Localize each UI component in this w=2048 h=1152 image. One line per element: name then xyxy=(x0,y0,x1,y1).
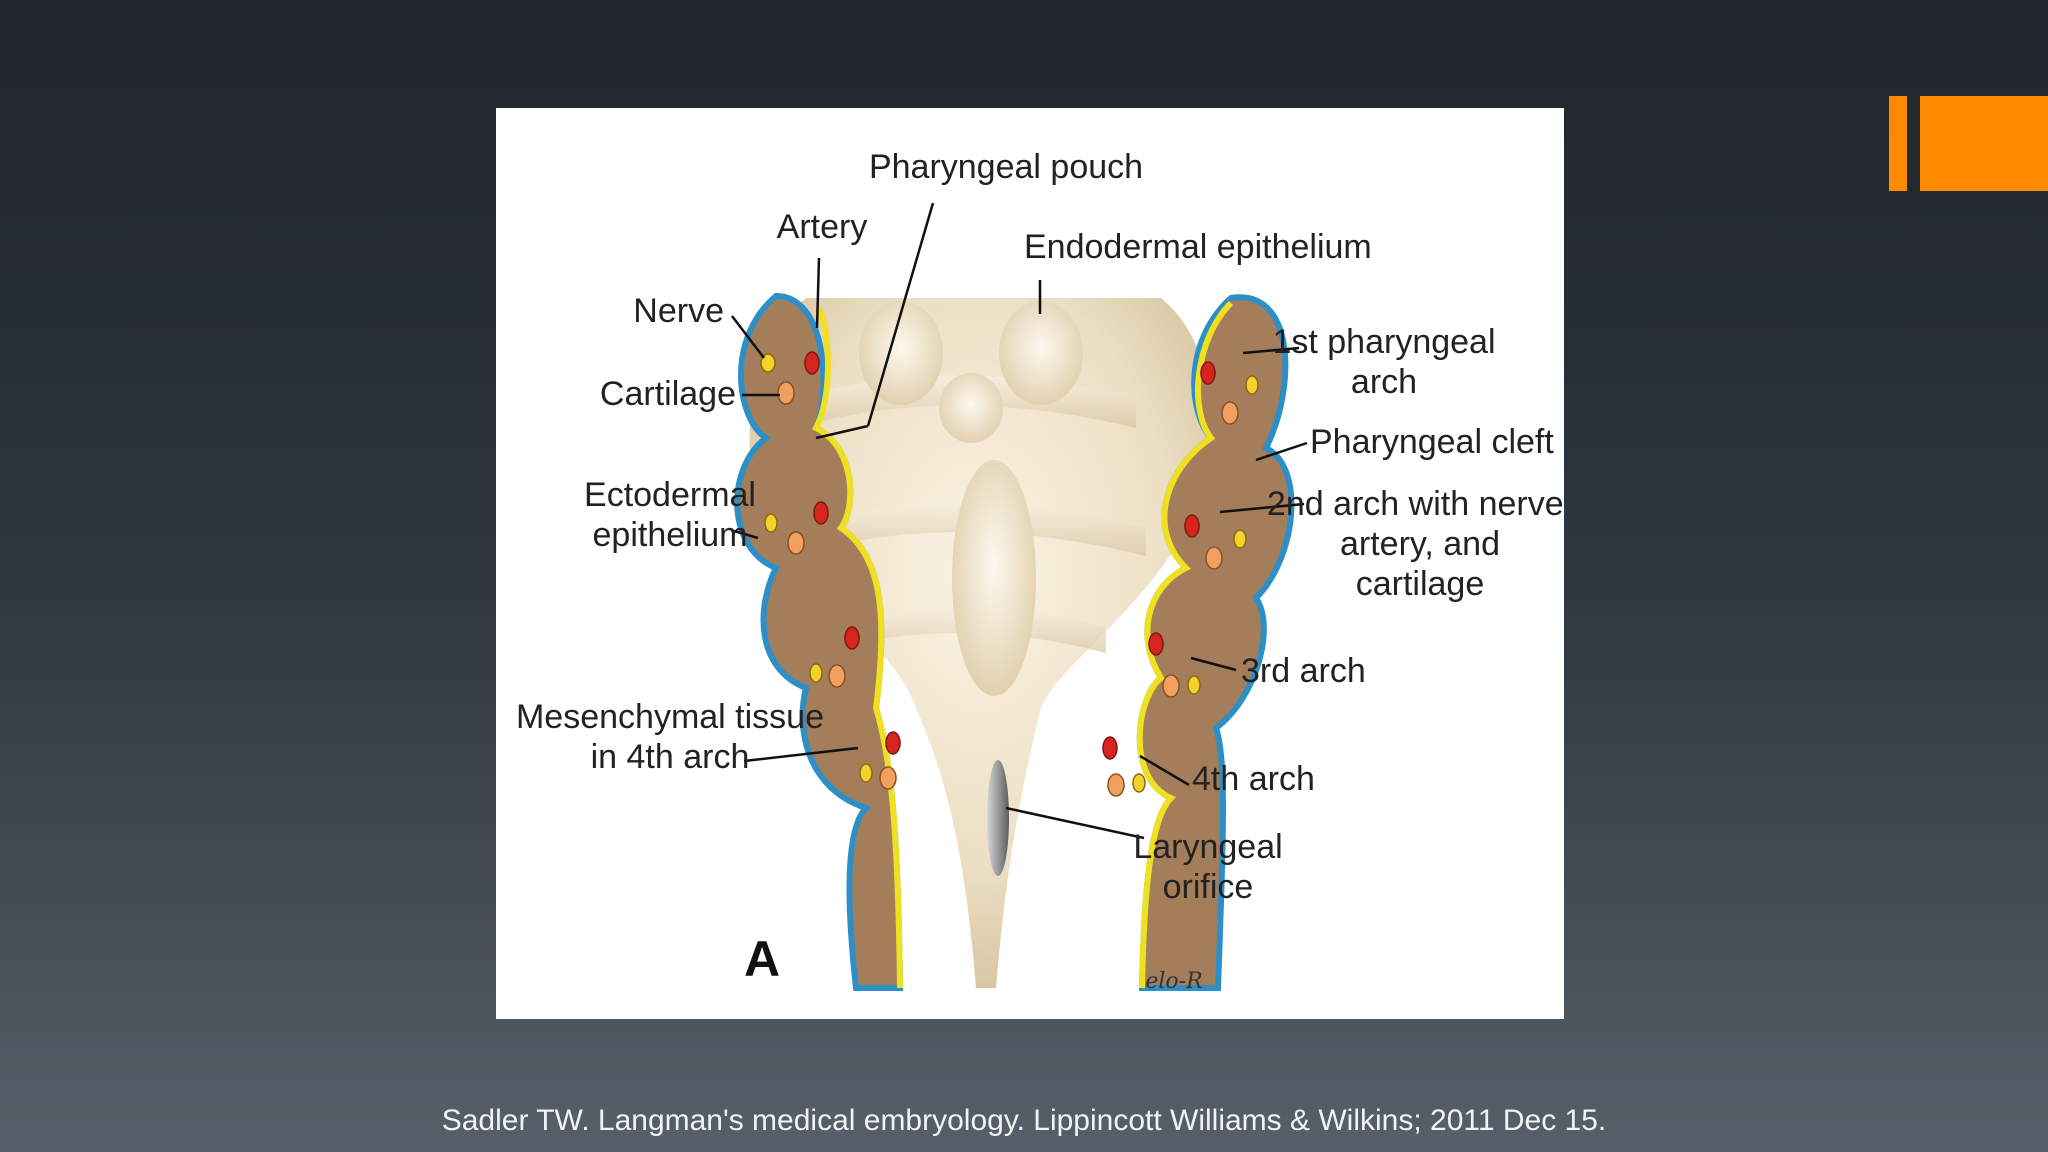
label-second-arch-line1: 2nd arch with nerve, xyxy=(1267,485,1564,523)
pharyngeal-arch-figure: Pharyngeal pouch Artery Endodermal epith… xyxy=(496,108,1564,1019)
leader-lines xyxy=(731,202,1308,840)
label-fourth-arch: 4th arch xyxy=(1192,760,1315,798)
diagram-labels: Pharyngeal pouch Artery Endodermal epith… xyxy=(516,148,1564,994)
artist-signature: elo-R xyxy=(1145,969,1202,994)
tongue-swellings xyxy=(859,301,1083,696)
citation-caption: Sadler TW. Langman's medical embryology.… xyxy=(441,1104,1607,1137)
label-third-arch: 3rd arch xyxy=(1241,652,1366,690)
label-ectodermal-line2: epithelium xyxy=(593,516,748,554)
label-endodermal-epithelium: Endodermal epithelium xyxy=(1024,228,1372,266)
label-pharyngeal-cleft: Pharyngeal cleft xyxy=(1310,423,1554,461)
arch-contents xyxy=(760,351,1259,797)
panel-letter: A xyxy=(744,931,780,987)
laryngeal-orifice-slit xyxy=(987,760,1009,876)
label-mesenchymal-line1: Mesenchymal tissue xyxy=(516,698,824,736)
label-artery: Artery xyxy=(777,208,868,246)
accent-bar-block xyxy=(1920,96,2048,191)
label-laryngeal-line1: Laryngeal xyxy=(1133,828,1282,866)
accent-bar-thin xyxy=(1889,96,1907,191)
label-pharyngeal-pouch: Pharyngeal pouch xyxy=(869,148,1143,186)
label-first-arch-line1: 1st pharyngeal xyxy=(1272,323,1495,361)
label-ectodermal-line1: Ectodermal xyxy=(584,476,756,514)
label-mesenchymal-line2: in 4th arch xyxy=(591,738,750,776)
label-cartilage: Cartilage xyxy=(600,375,736,413)
left-arch-column xyxy=(734,292,904,991)
label-second-arch-line3: cartilage xyxy=(1356,565,1485,603)
label-second-arch-line2: artery, and xyxy=(1340,525,1500,563)
label-nerve: Nerve xyxy=(633,292,724,330)
label-first-arch-line2: arch xyxy=(1351,363,1417,401)
right-arch-column xyxy=(1136,294,1295,991)
label-laryngeal-line2: orifice xyxy=(1163,868,1254,906)
